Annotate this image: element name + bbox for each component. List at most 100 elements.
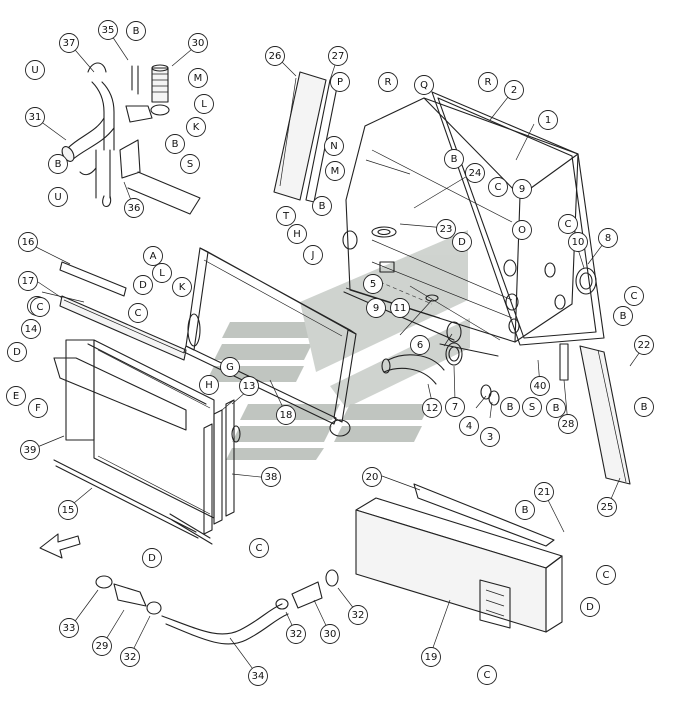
callout-label: K — [179, 282, 186, 293]
callout-label: L — [201, 99, 207, 110]
callout-label: U — [31, 65, 38, 76]
callout-circle — [248, 666, 268, 686]
callout-label: 12 — [426, 403, 439, 414]
callout-circle — [30, 297, 50, 317]
callout-circle — [500, 397, 520, 417]
callout-circle — [459, 416, 479, 436]
callout-14: 14 — [21, 319, 41, 339]
callout-label: 23 — [440, 224, 453, 235]
callout-circle — [330, 72, 350, 92]
callout-circle — [546, 398, 566, 418]
callout-label: C — [631, 291, 638, 302]
callout-circle — [18, 271, 38, 291]
callout-label: B — [172, 139, 179, 150]
callout-label: 5 — [370, 279, 376, 290]
callout-label: B — [553, 403, 560, 414]
callout-q: Q — [414, 75, 434, 95]
callout-circle — [444, 149, 464, 169]
callout-circle — [596, 565, 616, 585]
callout-b6: B — [613, 306, 633, 326]
callout-circle — [504, 80, 524, 100]
callout-circle — [261, 467, 281, 487]
callout-d2: D — [7, 342, 27, 362]
callout-o: O — [512, 220, 532, 240]
callout-circle — [120, 647, 140, 667]
callout-label: D — [139, 280, 147, 291]
callout-c3: C — [624, 286, 644, 306]
callout-label: 35 — [102, 25, 115, 36]
callout-circle — [287, 224, 307, 244]
callout-c2: C — [558, 214, 578, 234]
callout-circle — [265, 46, 285, 66]
callout-27: 27 — [328, 46, 348, 66]
callout-label: B — [319, 201, 326, 212]
callout-label: D — [458, 237, 466, 248]
front-direction-arrow-icon — [39, 533, 81, 559]
callout-label: 15 — [62, 505, 75, 516]
callout-circle — [512, 220, 532, 240]
callout-l2: L — [152, 263, 172, 283]
callout-circle — [220, 357, 240, 377]
callout-label: 38 — [265, 472, 278, 483]
callout-1: 1 — [538, 110, 558, 130]
callout-circle — [465, 163, 485, 183]
callout-d5: D — [452, 232, 472, 252]
callout-label: 13 — [243, 381, 256, 392]
callout-circle — [21, 319, 41, 339]
radiator-core — [53, 339, 215, 545]
callout-label: M — [194, 73, 203, 84]
callout-label: 14 — [25, 324, 38, 335]
callout-15: 15 — [58, 500, 78, 520]
callout-label: C — [603, 570, 610, 581]
callout-label: 17 — [22, 276, 35, 287]
callout-s1: S — [180, 154, 200, 174]
lower-hoses — [95, 569, 339, 645]
callout-34: 34 — [248, 666, 268, 686]
callout-circle — [199, 375, 219, 395]
callout-8: 8 — [598, 228, 618, 248]
callout-circle — [188, 68, 208, 88]
callout-circle — [597, 497, 617, 517]
callout-circle — [598, 228, 618, 248]
brand-logo-watermark — [206, 230, 470, 460]
callout-e: E — [6, 386, 26, 406]
side-panel — [273, 71, 339, 203]
callout-circle — [165, 134, 185, 154]
callout-circle — [410, 335, 430, 355]
callout-label: H — [205, 380, 213, 391]
callout-12: 12 — [422, 398, 442, 418]
callout-circle — [276, 206, 296, 226]
callout-label: B — [641, 402, 648, 413]
callout-label: B — [507, 402, 514, 413]
callout-circle — [477, 665, 497, 685]
callout-label: G — [226, 362, 234, 373]
callout-circle — [422, 398, 442, 418]
callout-b2: B — [165, 134, 185, 154]
callout-label: C — [495, 182, 502, 193]
fan-ring — [575, 267, 597, 295]
callout-c1: C — [488, 177, 508, 197]
callout-33: 33 — [59, 618, 79, 638]
callout-circle — [325, 161, 345, 181]
callout-r1: R — [378, 72, 398, 92]
callout-label: C — [37, 302, 44, 313]
callout-3: 3 — [480, 427, 500, 447]
callout-23: 23 — [436, 219, 456, 239]
callout-circle — [172, 277, 192, 297]
callout-circle — [515, 500, 535, 520]
callout-circle — [480, 427, 500, 447]
callout-b4: B — [444, 149, 464, 169]
callout-circle — [378, 72, 398, 92]
callout-label: 24 — [469, 168, 482, 179]
callout-label: L — [159, 268, 165, 279]
callout-circle — [92, 636, 112, 656]
callout-label: U — [54, 192, 61, 203]
callout-k1: K — [186, 117, 206, 137]
callout-circle — [48, 187, 68, 207]
callout-label: C — [484, 670, 491, 681]
callout-30b: 30 — [320, 624, 340, 644]
callout-m2: M — [325, 161, 345, 181]
callout-29: 29 — [92, 636, 112, 656]
callout-18: 18 — [276, 405, 296, 425]
